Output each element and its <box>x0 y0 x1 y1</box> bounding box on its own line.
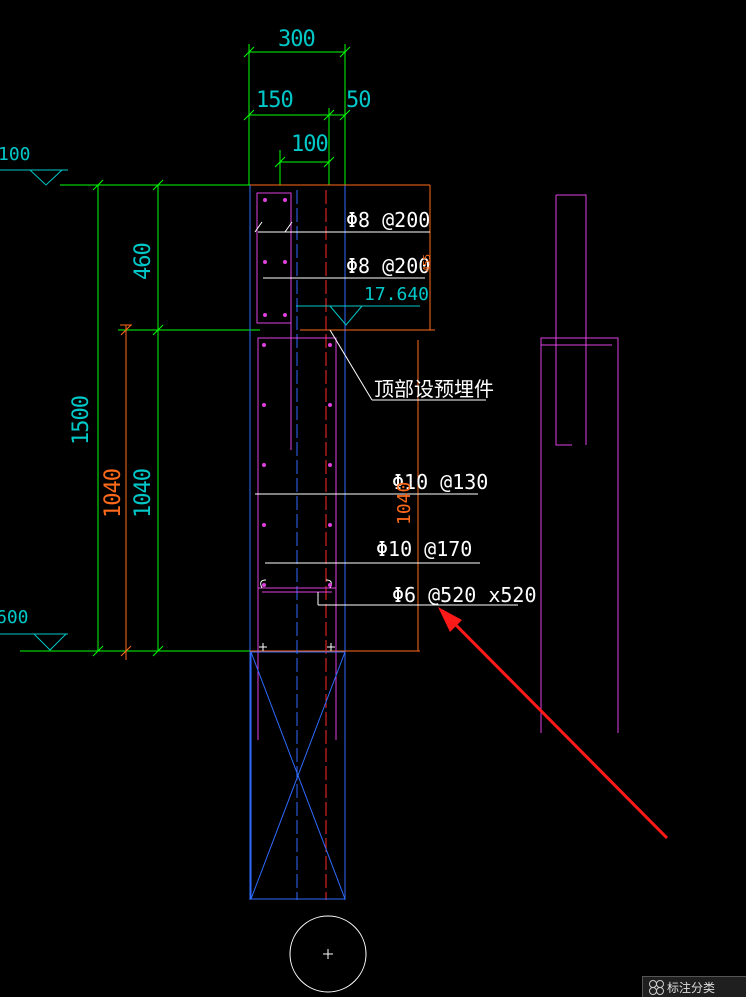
column-section <box>249 184 435 900</box>
right-profile <box>540 194 619 733</box>
rebar-label-upper-1: Φ8 @200 <box>346 208 430 232</box>
dim-middle-part: 100 <box>291 132 328 157</box>
section-marks <box>259 643 335 651</box>
embedded-part-marker <box>296 305 420 326</box>
dim-right-part: 50 <box>346 88 371 113</box>
dim-total-height: 1500 <box>69 396 94 445</box>
top-dimension-group <box>243 44 351 185</box>
elevation-bottom-left: 600 <box>0 607 29 628</box>
elevation-marker-top <box>0 169 68 186</box>
elevation-top-left: 100 <box>0 144 31 165</box>
dim-top-segment: 460 <box>131 243 156 280</box>
rebar-label-tie: Φ6 @520 x520 <box>392 583 537 607</box>
annotation-category-button[interactable]: 标注分类 <box>642 976 746 997</box>
embedded-part-elevation: 17.640 <box>364 284 429 305</box>
red-arrow-head <box>438 607 462 632</box>
leader-lines <box>254 221 518 606</box>
elevation-marker-bottom <box>0 633 250 652</box>
dim-small-right: 455 <box>422 254 433 272</box>
left-orange-dimension <box>120 324 132 660</box>
dim-right-vertical: 1040 <box>394 482 415 525</box>
rebar-label-upper-2: Φ8 @200 <box>346 254 430 278</box>
category-icon <box>649 980 664 995</box>
red-arrow <box>446 615 669 840</box>
rebar-dots <box>262 198 332 587</box>
rebar-label-mid-1: Φ10 @130 <box>392 470 488 494</box>
rebar-label-mid-2: Φ10 @170 <box>376 537 472 561</box>
annotation-category-label: 标注分类 <box>667 980 716 995</box>
left-vertical-dimensions <box>60 179 260 657</box>
footing-box <box>250 651 346 900</box>
grid-bubble[interactable] <box>289 915 367 993</box>
dim-lower-segment-b: 1040 <box>131 469 156 518</box>
embedded-part-note: 顶部设预埋件 <box>374 377 494 401</box>
dim-lower-segment-a: 1040 <box>101 469 126 518</box>
dim-total-width: 300 <box>278 27 315 52</box>
dim-left-part: 150 <box>256 88 293 113</box>
